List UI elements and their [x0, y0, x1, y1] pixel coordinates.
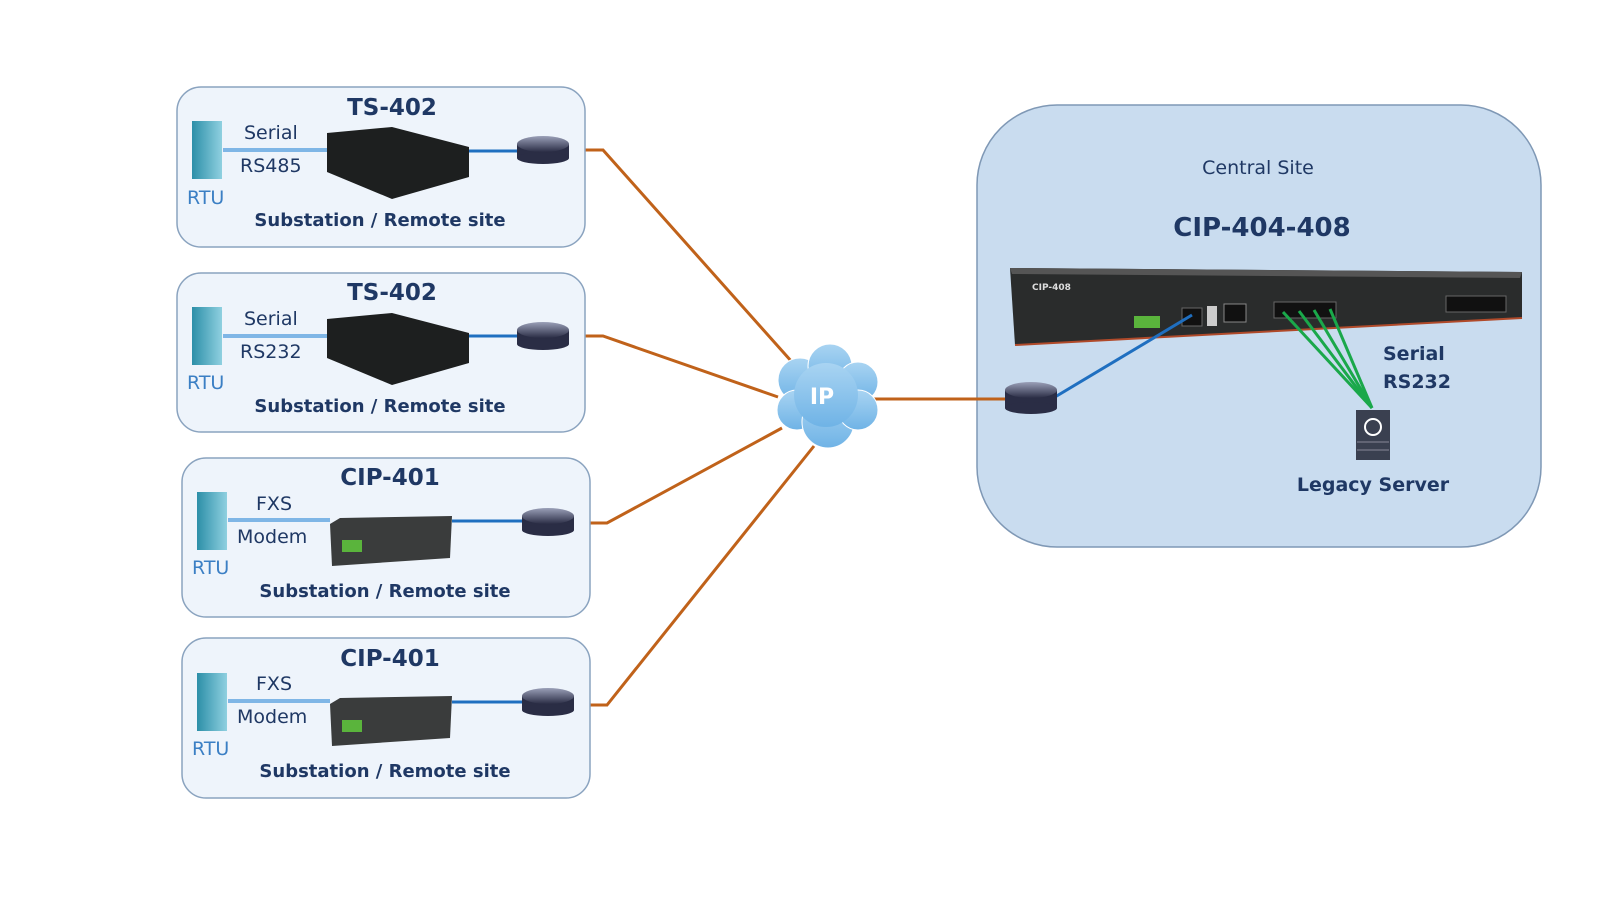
rtu-icon [197, 492, 227, 550]
wan-link-3 [573, 426, 783, 525]
site-label: Substation / Remote site [254, 210, 505, 231]
router-icon-central [1005, 382, 1057, 414]
rtu-icon [192, 307, 222, 365]
legacy-server-label: Legacy Server [1297, 474, 1450, 496]
link-label-1: Serial [244, 122, 298, 144]
remote-site-1: TS-402 Serial RS485 RTU Substation / Rem… [176, 86, 586, 248]
link-label-1: FXS [256, 673, 292, 695]
link-label-2: Modem [237, 706, 307, 728]
device-title: CIP-401 [340, 646, 439, 672]
cip-401-device-icon [330, 516, 452, 566]
link-label-2: RS485 [240, 155, 302, 177]
router-icon [517, 136, 569, 164]
central-site-label: Central Site [1202, 157, 1314, 179]
serial-links [1281, 308, 1374, 410]
legacy-server-icon [1356, 410, 1390, 460]
cip-401-device-icon [330, 696, 452, 746]
rtu-icon [197, 673, 227, 731]
rtu-label: RTU [187, 372, 224, 394]
ts-402-device-icon [327, 127, 469, 199]
ip-cloud-icon [776, 343, 879, 449]
device-title: CIP-401 [340, 465, 439, 491]
central-link-line2: RS232 [1383, 371, 1451, 393]
remote-site-4: CIP-401 FXS Modem RTU Substation / Remot… [181, 637, 591, 799]
ip-cloud-label: IP [810, 385, 834, 410]
site-label: Substation / Remote site [254, 396, 505, 417]
device-title: TS-402 [347, 95, 437, 121]
rack-panel-label: CIP-408 [1032, 283, 1071, 293]
rtu-icon [192, 121, 222, 179]
device-title: TS-402 [347, 280, 437, 306]
site-label: Substation / Remote site [259, 761, 510, 782]
lan-link-central [1054, 313, 1193, 399]
rtu-label: RTU [192, 738, 229, 760]
link-label-1: FXS [256, 493, 292, 515]
site-label: Substation / Remote site [259, 581, 510, 602]
wan-link-1 [568, 148, 794, 363]
link-label-2: Modem [237, 526, 307, 548]
central-device-title: CIP-404-408 [1173, 213, 1350, 243]
router-icon [522, 688, 574, 716]
link-label-2: RS232 [240, 341, 302, 363]
cip-408-rack-unit: CIP-408 [1010, 268, 1523, 346]
ts-402-device-icon [327, 313, 469, 385]
rtu-label: RTU [187, 187, 224, 209]
wan-links [568, 148, 816, 707]
router-icon [522, 508, 574, 536]
remote-site-3: CIP-401 FXS Modem RTU Substation / Remot… [181, 457, 591, 618]
rtu-label: RTU [192, 557, 229, 579]
wan-link-2 [568, 334, 779, 399]
link-label-1: Serial [244, 308, 298, 330]
wan-link-4 [573, 445, 816, 707]
router-icon [517, 322, 569, 350]
remote-site-2: TS-402 Serial RS232 RTU Substation / Rem… [176, 272, 586, 433]
central-link-line1: Serial [1383, 343, 1445, 365]
